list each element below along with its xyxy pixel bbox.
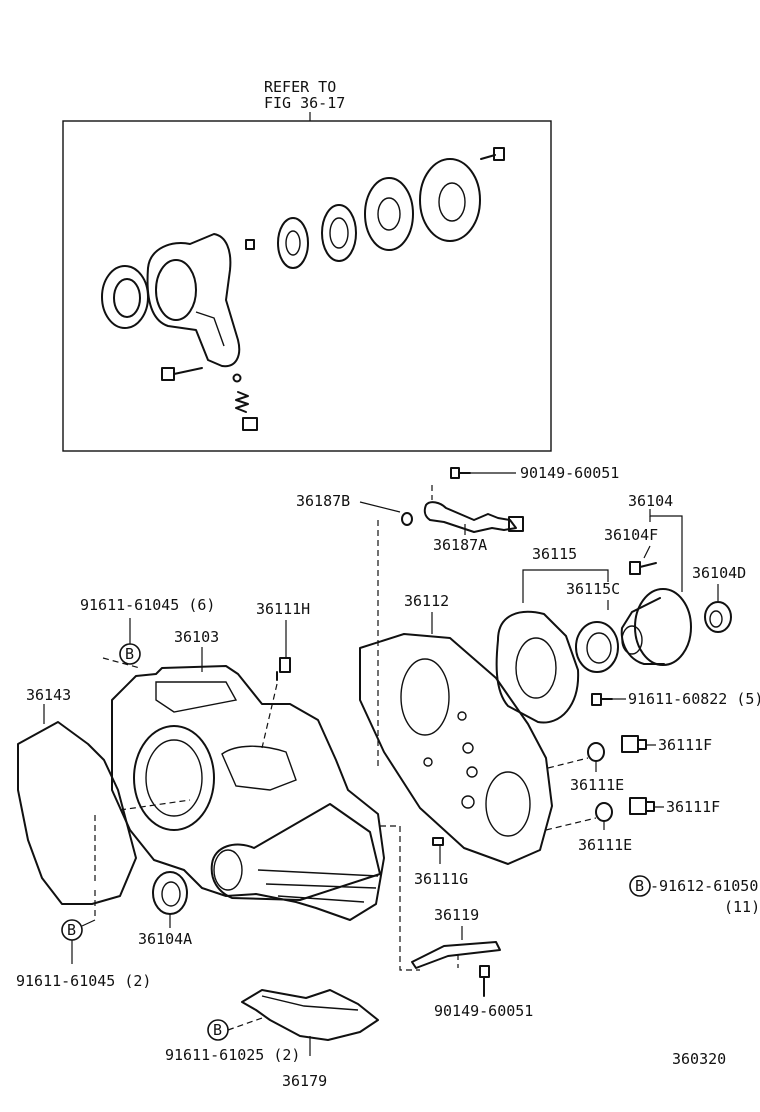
- label-36111f-2: 36111F: [666, 798, 720, 816]
- refer-fig-label: FIG 36-17: [264, 94, 345, 112]
- label-91612-61050: -91612-61050: [650, 877, 758, 895]
- bolt-91611-60822-part: [591, 693, 613, 706]
- driven-gear-part: [321, 204, 357, 262]
- label-36104d: 36104D: [692, 564, 746, 582]
- bolt-36104f-part: [629, 561, 657, 575]
- check-ball-part: [232, 373, 242, 383]
- seal-36104d-part: [704, 601, 732, 633]
- b-marker-top: B: [119, 643, 141, 665]
- extension-housing-36104-part: [620, 588, 692, 666]
- label-36111g: 36111G: [414, 870, 468, 888]
- b-marker-right: B: [629, 875, 651, 897]
- b-marker-right-letter: B: [635, 877, 644, 895]
- b-marker-bottom-letter: B: [213, 1021, 222, 1039]
- label-91611-61025-2: 91611-61025 (2): [165, 1046, 300, 1064]
- b-marker-top-letter: B: [125, 645, 134, 663]
- oil-seal-36104a-part: [152, 871, 188, 915]
- plug-36111f-2-part: [629, 797, 655, 815]
- retainer-36115-part: [495, 610, 580, 724]
- label-36111h: 36111H: [256, 600, 310, 618]
- label-91611-61045-2: 91611-61045 (2): [16, 972, 151, 990]
- label-36115c: 36115C: [566, 580, 620, 598]
- relief-plug-part: [242, 417, 258, 431]
- b-marker-bottom: B: [207, 1019, 229, 1041]
- pump-plate-part: [364, 177, 414, 251]
- label-91611-61045-6: 91611-61045 (6): [80, 596, 215, 614]
- gasket-36111e-2-part: [595, 802, 613, 822]
- label-36104f: 36104F: [604, 526, 658, 544]
- bearing-36115c-part: [575, 621, 619, 673]
- label-36187a: 36187A: [433, 536, 487, 554]
- label-36112: 36112: [404, 592, 449, 610]
- plug-36111f-1-part: [621, 735, 647, 753]
- label-90149-60051-top: 90149-60051: [520, 464, 619, 482]
- label-36104: 36104: [628, 492, 673, 510]
- breather-36111h-part: [276, 657, 291, 681]
- label-90149-60051-bottom: 90149-60051: [434, 1002, 533, 1020]
- relief-spring-part: [235, 391, 249, 413]
- figure-number: 360320: [672, 1050, 726, 1068]
- pump-cover-part: [419, 158, 481, 242]
- label-36111f-1: 36111F: [658, 736, 712, 754]
- plate-36119-part: [411, 941, 501, 969]
- cover-bolt-part: [480, 147, 505, 161]
- bolt-90149-bottom-part: [479, 965, 490, 997]
- pump-body-part: [146, 233, 241, 368]
- key-pin-part: [245, 239, 255, 250]
- reference-box: [62, 120, 552, 452]
- bolt-90149-top-part: [450, 467, 471, 479]
- label-91611-60822-5: 91611-60822 (5): [628, 690, 760, 708]
- label-11: (11): [724, 898, 760, 916]
- transmission-case-36103-part: [111, 665, 385, 921]
- b-marker-left-letter: B: [67, 921, 76, 939]
- label-36115: 36115: [532, 545, 577, 563]
- label-36179: 36179: [282, 1072, 327, 1090]
- refer-to-label: REFER TO: [264, 78, 336, 96]
- gasket-36143-part: [17, 721, 137, 905]
- o-ring-36187b-part: [401, 512, 413, 526]
- label-36143: 36143: [26, 686, 71, 704]
- pin-36111g-part: [432, 837, 444, 846]
- oil-seal-part: [101, 265, 149, 329]
- label-36111e-1: 36111E: [570, 776, 624, 794]
- label-36104a: 36104A: [138, 930, 192, 948]
- drive-gear-part: [277, 217, 309, 269]
- pump-bolt-part: [161, 367, 203, 381]
- bracket-36187a-part: [423, 501, 524, 533]
- label-36111e-2: 36111E: [578, 836, 632, 854]
- gasket-36111e-1-part: [587, 742, 605, 762]
- b-marker-left: B: [61, 919, 83, 941]
- label-36187b: 36187B: [296, 492, 350, 510]
- intermediate-plate-36112-part: [359, 633, 553, 865]
- label-36103: 36103: [174, 628, 219, 646]
- label-36119: 36119: [434, 906, 479, 924]
- cover-36179-part: [241, 989, 379, 1041]
